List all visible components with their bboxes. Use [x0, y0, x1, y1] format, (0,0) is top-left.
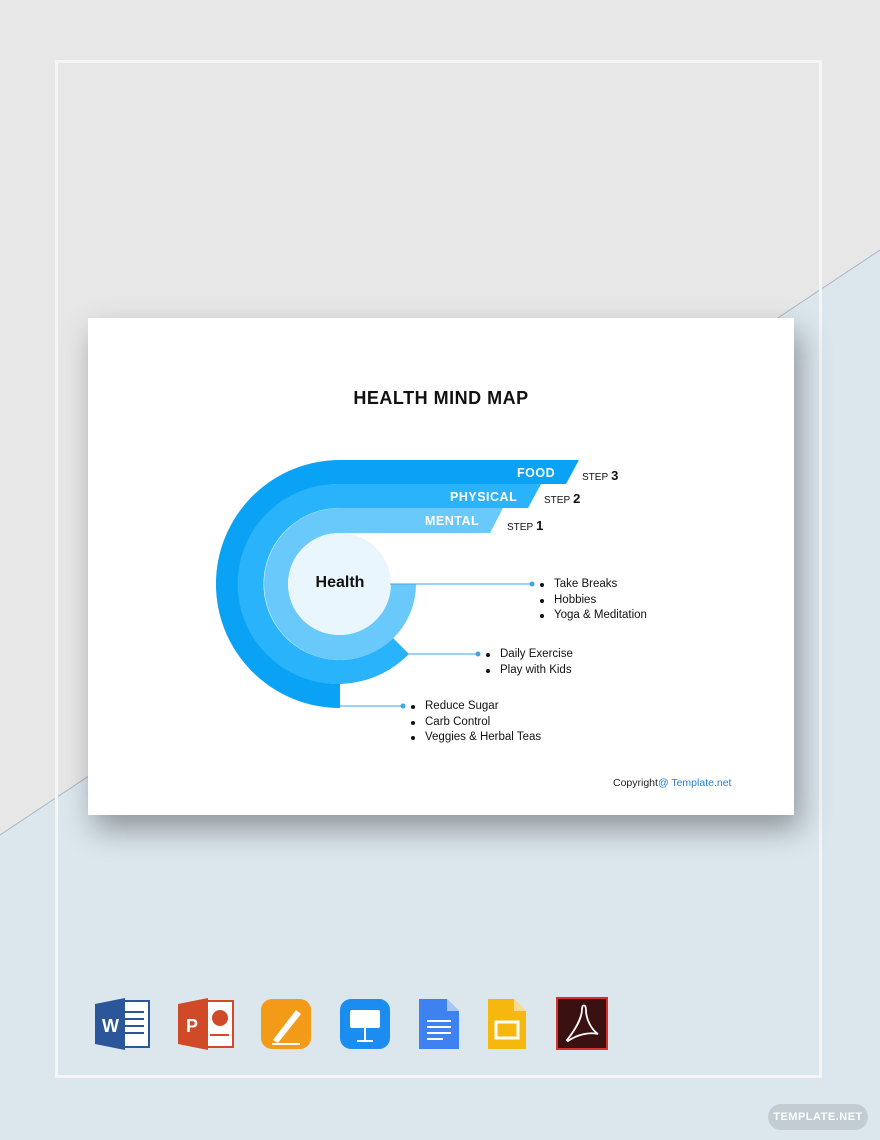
list-item: Yoga & Meditation	[538, 608, 647, 624]
svg-text:W: W	[102, 1016, 119, 1036]
list-item: Veggies & Herbal Teas	[409, 730, 541, 746]
connector-dot-mental	[529, 581, 535, 587]
connector-dot-physical	[475, 651, 481, 657]
list-item: Reduce Sugar	[409, 699, 541, 715]
food-list: Reduce Sugar Carb Control Veggies & Herb…	[409, 699, 541, 746]
band-label-physical: PHYSICAL	[450, 490, 518, 504]
center-label: Health	[315, 574, 365, 591]
band-physical	[237, 483, 541, 684]
step-word: STEP	[544, 495, 571, 506]
step-word: STEP	[582, 472, 609, 483]
list-item: Hobbies	[538, 593, 647, 609]
google-slides-icon[interactable]	[488, 999, 526, 1049]
step-number: 1	[536, 518, 544, 533]
band-label-food: FOOD	[517, 466, 556, 480]
preview-frame	[55, 60, 822, 1078]
pages-icon[interactable]	[261, 999, 311, 1049]
template-card: HEALTH MIND MAP FOOD PHYSICAL MENTAL STE…	[88, 318, 794, 815]
acrobat-icon[interactable]	[556, 997, 608, 1050]
page-title: HEALTH MIND MAP	[353, 388, 529, 408]
copyright-site: @ Template.net	[657, 777, 732, 789]
copyright-prefix: Copyright	[613, 777, 658, 789]
word-icon[interactable]: W	[95, 998, 150, 1050]
template-net-badge[interactable]: TEMPLATE.NET	[768, 1104, 868, 1130]
step-word: STEP	[507, 522, 534, 533]
center-circle	[289, 533, 391, 635]
google-docs-icon[interactable]	[419, 999, 459, 1049]
list-item: Take Breaks	[538, 577, 647, 593]
list-item: Carb Control	[409, 715, 541, 731]
copyright: Copyright@ Template.net	[613, 777, 731, 789]
mind-map-diagram	[215, 460, 579, 709]
step-number: 3	[611, 468, 619, 483]
physical-list: Daily Exercise Play with Kids	[484, 647, 573, 678]
powerpoint-icon[interactable]: P	[178, 998, 234, 1050]
list-item: Play with Kids	[484, 663, 573, 679]
step-number: 2	[573, 491, 581, 506]
band-mental	[264, 508, 503, 660]
connector-dot-food	[400, 703, 406, 709]
mental-list: Take Breaks Hobbies Yoga & Meditation	[538, 577, 647, 624]
list-item: Daily Exercise	[484, 647, 573, 663]
keynote-icon[interactable]	[340, 999, 390, 1049]
band-label-mental: MENTAL	[425, 514, 480, 528]
svg-text:P: P	[186, 1016, 198, 1036]
